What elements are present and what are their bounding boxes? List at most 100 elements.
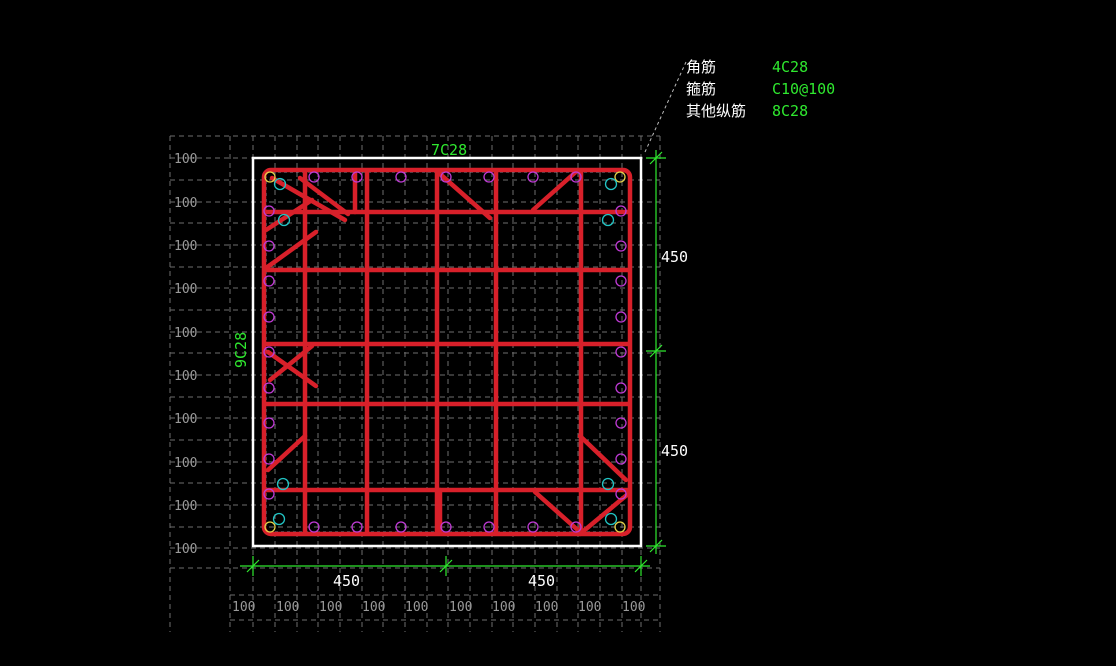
side-bar <box>570 171 582 183</box>
grid-row-label: 100 <box>174 152 197 167</box>
dim-tick <box>439 559 453 573</box>
dim-bottom-left-text: 450 <box>333 572 360 590</box>
side-bar <box>615 417 627 429</box>
side-bar <box>263 417 275 429</box>
inner-bar <box>601 477 615 491</box>
inner-bar <box>604 512 618 526</box>
side-bar <box>263 275 275 287</box>
inner-bar <box>604 177 618 191</box>
side-bar <box>615 346 627 358</box>
side-bar <box>351 521 363 533</box>
side-bar <box>527 171 539 183</box>
tie-hook <box>577 433 629 483</box>
grid-col-label: 100 <box>622 600 645 615</box>
side-bar <box>263 240 275 252</box>
side-bar <box>395 521 407 533</box>
grid-row-label: 100 <box>174 196 197 211</box>
legend-row-corner: 角筋 4C28 <box>686 56 835 78</box>
left-bars-label: 9C28 <box>232 332 250 368</box>
legend-other-label: 其他纵筋 <box>686 102 747 120</box>
dim-tick <box>649 539 663 553</box>
corner-bar <box>614 521 626 533</box>
dim-right-top-text: 450 <box>661 248 688 266</box>
side-bar <box>527 521 539 533</box>
top-bars-label: 7C28 <box>431 141 467 159</box>
grid-row-label: 100 <box>174 499 197 514</box>
side-bar <box>483 171 495 183</box>
inner-bar <box>273 177 287 191</box>
tie-hook <box>532 489 583 535</box>
outer-stirrup <box>261 167 633 537</box>
legend-corner-label: 角筋 <box>686 58 717 76</box>
stirrups-and-ties <box>261 167 633 537</box>
grid-col-label: 100 <box>535 600 558 615</box>
tie-hook <box>269 175 348 223</box>
grid-col-label: 100 <box>232 600 255 615</box>
legend-stirrup-value: C10@100 <box>772 80 836 98</box>
grid-row-label: 100 <box>174 456 197 471</box>
side-bar <box>263 311 275 323</box>
dim-tick <box>246 559 260 573</box>
side-bar <box>615 488 627 500</box>
side-bar <box>263 453 275 465</box>
tie-hook <box>297 175 351 217</box>
tie-hook <box>263 229 319 271</box>
grid-col-label: 100 <box>449 600 472 615</box>
inner-bar <box>277 213 291 227</box>
side-bar <box>351 171 363 183</box>
side-bar <box>440 171 452 183</box>
corner-bar <box>614 171 626 183</box>
tie-hook <box>267 343 315 383</box>
dim-tick <box>634 559 648 573</box>
side-bar <box>615 275 627 287</box>
tie-hook <box>265 349 319 389</box>
legend-row-other: 其他纵筋 8C28 <box>686 100 835 122</box>
side-bar <box>395 171 407 183</box>
side-bar <box>263 346 275 358</box>
tie-hook <box>577 491 631 537</box>
side-bar <box>615 205 627 217</box>
dimension-lines <box>240 150 666 576</box>
rebar-legend: 角筋 4C28 箍筋 C10@100 其他纵筋 8C28 <box>686 56 835 122</box>
grid-row-label: 100 <box>174 239 197 254</box>
side-bar <box>263 205 275 217</box>
side-bar <box>570 521 582 533</box>
longitudinal-bars <box>263 171 627 533</box>
corner-bar <box>264 171 276 183</box>
grid-col-label: 100 <box>362 600 385 615</box>
grid-labels: 100 100 100 100 100 100 100 100 100 100 100 100 100 1… <box>174 152 645 615</box>
grid-col-label: 100 <box>319 600 342 615</box>
legend-row-stirrup: 箍筋 C10@100 <box>686 78 835 100</box>
side-bar <box>615 311 627 323</box>
column-outline <box>251 156 643 548</box>
side-bar <box>615 382 627 394</box>
tie-hook <box>263 197 315 233</box>
side-bar <box>263 382 275 394</box>
grid-row-label: 100 <box>174 369 197 384</box>
legend-other-value: 8C28 <box>772 102 809 120</box>
inner-bar <box>276 477 290 491</box>
grid-row-label: 100 <box>174 542 197 557</box>
tie-hook <box>265 433 308 473</box>
grid-row-label: 100 <box>174 326 197 341</box>
side-bar <box>263 488 275 500</box>
side-bar <box>483 521 495 533</box>
legend-stirrup-label: 箍筋 <box>686 80 717 98</box>
grid-col-label: 100 <box>276 600 299 615</box>
dim-bottom-right-text: 450 <box>528 572 555 590</box>
side-bar <box>615 453 627 465</box>
dim-right-bottom-text: 450 <box>661 442 688 460</box>
legend-leader-line <box>644 61 687 153</box>
side-bar <box>440 521 452 533</box>
side-bar <box>308 171 320 183</box>
legend-corner-value: 4C28 <box>772 58 809 76</box>
side-bar <box>615 240 627 252</box>
grid-col-label: 100 <box>492 600 515 615</box>
inner-bar <box>601 213 615 227</box>
grid-col-label: 100 <box>578 600 601 615</box>
grid-row-label: 100 <box>174 282 197 297</box>
grid-col-label: 100 <box>405 600 428 615</box>
dim-tick <box>649 344 663 358</box>
inner-bar <box>272 512 286 526</box>
